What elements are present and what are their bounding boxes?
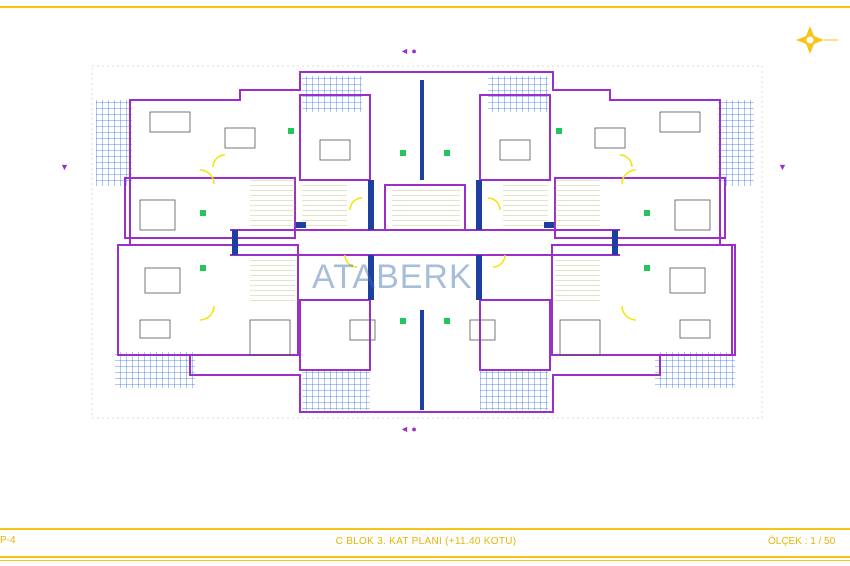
walls bbox=[117, 71, 736, 413]
stairs bbox=[250, 180, 600, 303]
furniture bbox=[139, 111, 711, 356]
drawing-frame-top bbox=[0, 6, 850, 8]
columns bbox=[232, 80, 618, 410]
svg-text:▼: ▼ bbox=[60, 162, 69, 172]
svg-text:◄ ●: ◄ ● bbox=[400, 46, 417, 56]
title-block: P-4 C BLOK 3. KAT PLANI (+11.40 KOTU) ÖL… bbox=[0, 528, 850, 561]
svg-text:▼: ▼ bbox=[778, 162, 787, 172]
north-arrow-icon bbox=[796, 26, 838, 54]
section-marker-icon: ◄ ● ◄ ● ▼ ▼ bbox=[60, 46, 787, 434]
watermark: ATABERK bbox=[312, 258, 473, 296]
frame-bottom bbox=[0, 560, 850, 561]
svg-text:◄ ●: ◄ ● bbox=[400, 424, 417, 434]
doors bbox=[199, 154, 637, 321]
drawing-scale: ÖLÇEK : 1 / 50 bbox=[768, 536, 836, 547]
terraces bbox=[96, 76, 754, 410]
site-outline bbox=[91, 65, 763, 419]
sheet-code: P-4 bbox=[0, 535, 16, 546]
fixtures bbox=[200, 128, 650, 324]
drawing-title: C BLOK 3. KAT PLANI (+11.40 KOTU) bbox=[335, 536, 517, 547]
